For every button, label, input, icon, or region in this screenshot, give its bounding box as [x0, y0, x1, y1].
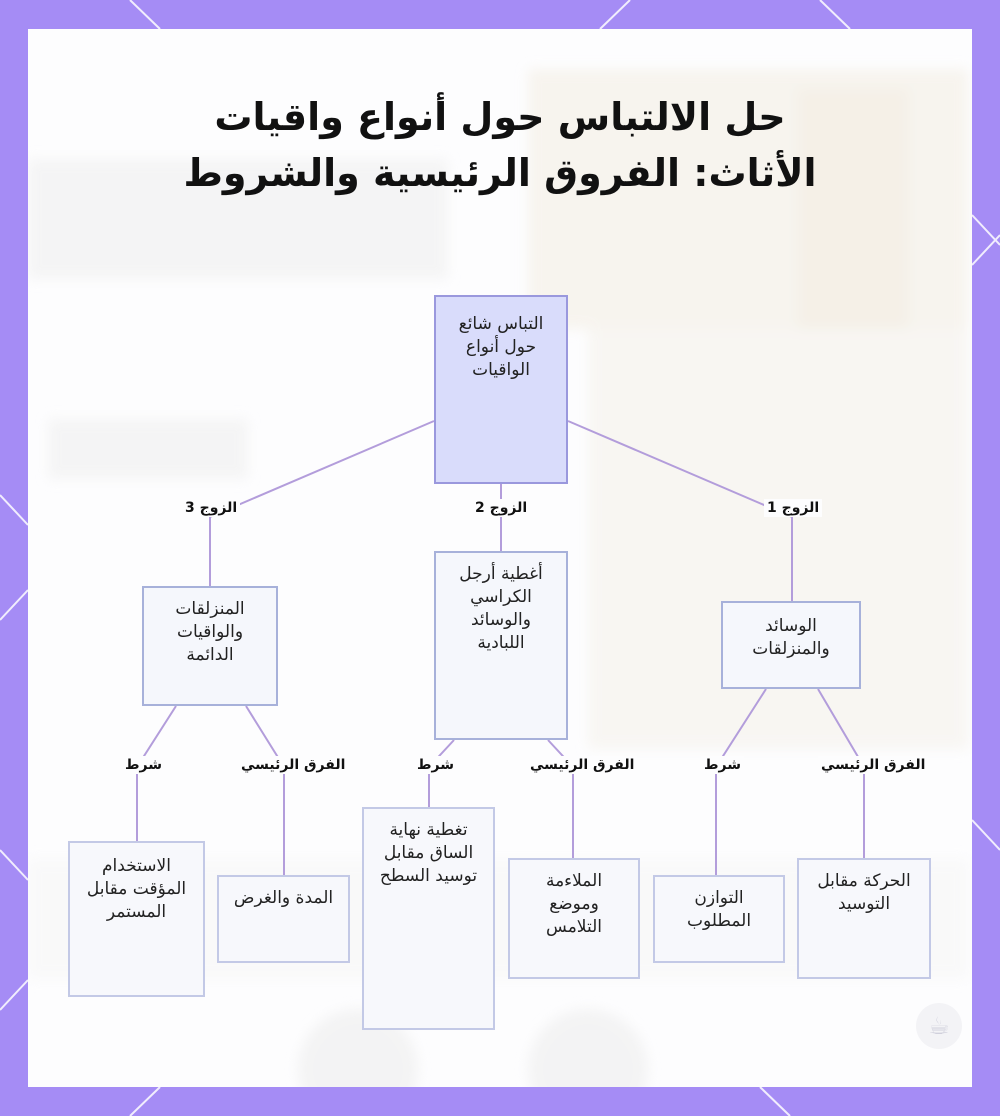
- pair-1-condition-text: التوازن المطلوب: [686, 888, 752, 931]
- edge-label-pair-2: الزوج 2: [472, 499, 531, 517]
- pair-2-node-label: أغطية أرجل الكراسي والوسائد اللبادية: [459, 564, 543, 653]
- edge-label-pair-3: الزوج 3: [182, 499, 241, 517]
- pair-2-node: أغطية أرجل الكراسي والوسائد اللبادية: [434, 551, 568, 740]
- edge-root-pair-3: [209, 420, 435, 586]
- edge-label-pair-2-difference: الفرق الرئيسي: [527, 756, 638, 774]
- pair-2-condition-node: تغطية نهاية الساق مقابل توسيد السطح: [362, 807, 495, 1030]
- pair-2-difference-text: الملاءمة وموضع التلامس: [545, 871, 603, 937]
- pair-3-node: المنزلقات والواقيات الدائمة: [142, 586, 278, 706]
- pair-3-difference-text: المدة والغرض: [233, 888, 334, 908]
- pair-3-condition-node: الاستخدام المؤقت مقابل المستمر: [68, 841, 205, 997]
- edge-pair-3-difference: [245, 705, 285, 875]
- edge-label-pair-2-condition: شرط: [414, 756, 458, 774]
- edge-label-pair-3-difference: الفرق الرئيسي: [238, 756, 349, 774]
- edge-label-pair-1: الزوج 1: [764, 499, 823, 517]
- edge-label-pair-1-condition: شرط: [701, 756, 745, 774]
- pair-3-node-label: المنزلقات والواقيات الدائمة: [175, 599, 245, 665]
- edge-label-pair-1-difference: الفرق الرئيسي: [818, 756, 929, 774]
- pair-1-condition-node: التوازن المطلوب: [653, 875, 785, 963]
- edge-pair-1-condition: [715, 688, 767, 875]
- pair-2-difference-node: الملاءمة وموضع التلامس: [508, 858, 640, 979]
- pair-2-condition-text: تغطية نهاية الساق مقابل توسيد السطح: [379, 820, 478, 886]
- diagram-card: حل الالتباس حول أنواع واقيات الأثاث: الف…: [28, 29, 972, 1087]
- pair-1-difference-node: الحركة مقابل التوسيد: [797, 858, 931, 979]
- pair-1-node-label: الوسائد والمنزلقات: [752, 616, 830, 659]
- edge-label-pair-3-condition: شرط: [122, 756, 166, 774]
- cup-badge-icon: ☕: [916, 1003, 962, 1049]
- root-node: التباس شائع حول أنواع الواقيات: [434, 295, 568, 484]
- pair-1-node: الوسائد والمنزلقات: [721, 601, 861, 689]
- pair-3-condition-text: الاستخدام المؤقت مقابل المستمر: [86, 856, 187, 922]
- diagram-title: حل الالتباس حول أنواع واقيات الأثاث: الف…: [183, 95, 817, 195]
- pair-1-difference-text: الحركة مقابل التوسيد: [817, 871, 911, 914]
- background-image: [28, 69, 968, 1087]
- pair-3-difference-node: المدة والغرض: [217, 875, 350, 963]
- edge-root-pair-1: [567, 420, 793, 601]
- root-node-label: التباس شائع حول أنواع الواقيات: [458, 314, 544, 380]
